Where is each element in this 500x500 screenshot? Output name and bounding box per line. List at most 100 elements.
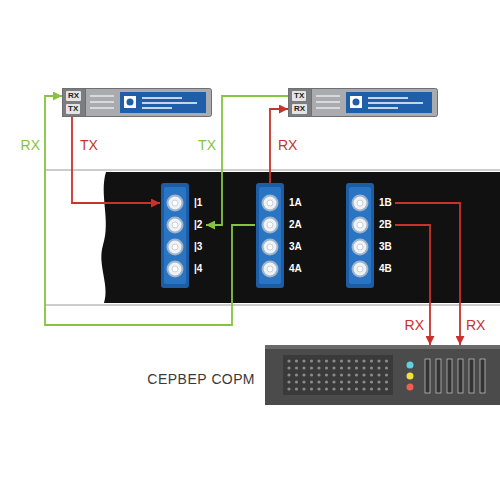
sfp-nose: [289, 89, 312, 117]
port-ring: [352, 239, 369, 256]
signal-label: RX: [278, 138, 297, 152]
vent-hole: [362, 359, 365, 362]
server-label: СЕРВЕР СОРМ: [147, 372, 255, 386]
port-face: [169, 219, 182, 232]
port-number: 1B: [379, 198, 392, 208]
sfp-logo: [124, 96, 136, 108]
port-face: [354, 241, 367, 254]
node-graphic: [160, 183, 190, 288]
port-face: [354, 263, 367, 276]
vent-hole: [340, 359, 343, 362]
sfp-groove: [90, 101, 114, 103]
sfp-groove: [90, 95, 114, 97]
server-vent: [283, 355, 393, 395]
port-ring: [262, 195, 279, 212]
signal-label: RX: [21, 138, 40, 152]
port-ring: [262, 261, 279, 278]
vent-hole: [295, 380, 298, 383]
vent-hole: [347, 380, 350, 383]
port-number: 4A: [289, 264, 302, 274]
port-ring: [167, 195, 184, 212]
vent-hole: [287, 359, 290, 362]
vent-hole: [310, 380, 313, 383]
vent-hole: [370, 373, 373, 376]
sfp-sticker-line: [368, 97, 408, 99]
node-graphic: [62, 88, 212, 117]
rack-rail: [45, 305, 500, 306]
port-ring: [262, 239, 279, 256]
fiber-link: [395, 225, 430, 345]
sfp-sticker-line: [142, 107, 172, 109]
port-face: [354, 219, 367, 232]
vent-hole: [317, 380, 320, 383]
vent-hole: [295, 387, 298, 390]
sfp-body: [289, 89, 438, 117]
cassette-body: [346, 183, 374, 288]
vent-hole: [310, 373, 313, 376]
vent-hole: [347, 387, 350, 390]
signal-label: RX: [405, 318, 424, 332]
vent-hole: [332, 366, 335, 369]
port-face: [264, 263, 277, 276]
vent-hole: [295, 359, 298, 362]
port-number: 4B: [379, 264, 392, 274]
fiber-link: [45, 96, 255, 325]
drive-slot: [480, 359, 485, 393]
vent-hole: [287, 373, 290, 376]
vent-hole: [340, 373, 343, 376]
drive-slot: [458, 359, 463, 393]
vent-hole: [302, 380, 305, 383]
vent-hole: [317, 359, 320, 362]
port-ring: [352, 195, 369, 212]
vent-hole: [370, 387, 373, 390]
sfp-transceiver: TXRX: [288, 88, 438, 117]
vent-hole: [385, 373, 388, 376]
vent-hole: [362, 366, 365, 369]
port-number: |2: [194, 220, 202, 230]
vent-hole: [355, 387, 358, 390]
status-led: [407, 384, 414, 391]
vent-hole: [310, 359, 313, 362]
vent-hole: [355, 373, 358, 376]
vent-hole: [287, 380, 290, 383]
vent-hole: [385, 359, 388, 362]
vent-hole: [355, 359, 358, 362]
port-ferrule: [357, 244, 363, 250]
drive-slot: [436, 359, 441, 393]
sfp-groove: [316, 107, 340, 109]
sfp-groove: [316, 101, 340, 103]
signal-label: TX: [198, 138, 216, 152]
vent-hole: [325, 387, 328, 390]
vent-hole: [310, 387, 313, 390]
port-number: 1A: [289, 198, 302, 208]
drive-slot: [447, 359, 452, 393]
cassette-body: [256, 183, 284, 288]
port-tag: TX: [66, 104, 80, 114]
vent-hole: [317, 366, 320, 369]
vent-hole: [332, 380, 335, 383]
vent-hole: [377, 366, 380, 369]
drive-slot: [425, 359, 430, 393]
vent-hole: [355, 366, 358, 369]
vent-hole: [340, 366, 343, 369]
vent-hole: [370, 359, 373, 362]
lc-cassette: 1B2B3B4B: [345, 183, 395, 288]
vent-hole: [332, 359, 335, 362]
fiber-link: [72, 117, 160, 203]
node-graphic: [265, 345, 500, 405]
vent-hole: [362, 380, 365, 383]
vent-hole: [332, 387, 335, 390]
port-face: [169, 197, 182, 210]
vent-hole: [347, 359, 350, 362]
vent-hole: [310, 366, 313, 369]
port-number: 3B: [379, 242, 392, 252]
port-ferrule: [267, 266, 273, 272]
vent-hole: [355, 380, 358, 383]
vent-hole: [385, 366, 388, 369]
sfp-groove: [316, 95, 340, 97]
fiber-link: [206, 96, 288, 225]
port-face: [169, 241, 182, 254]
port-number: 3A: [289, 242, 302, 252]
